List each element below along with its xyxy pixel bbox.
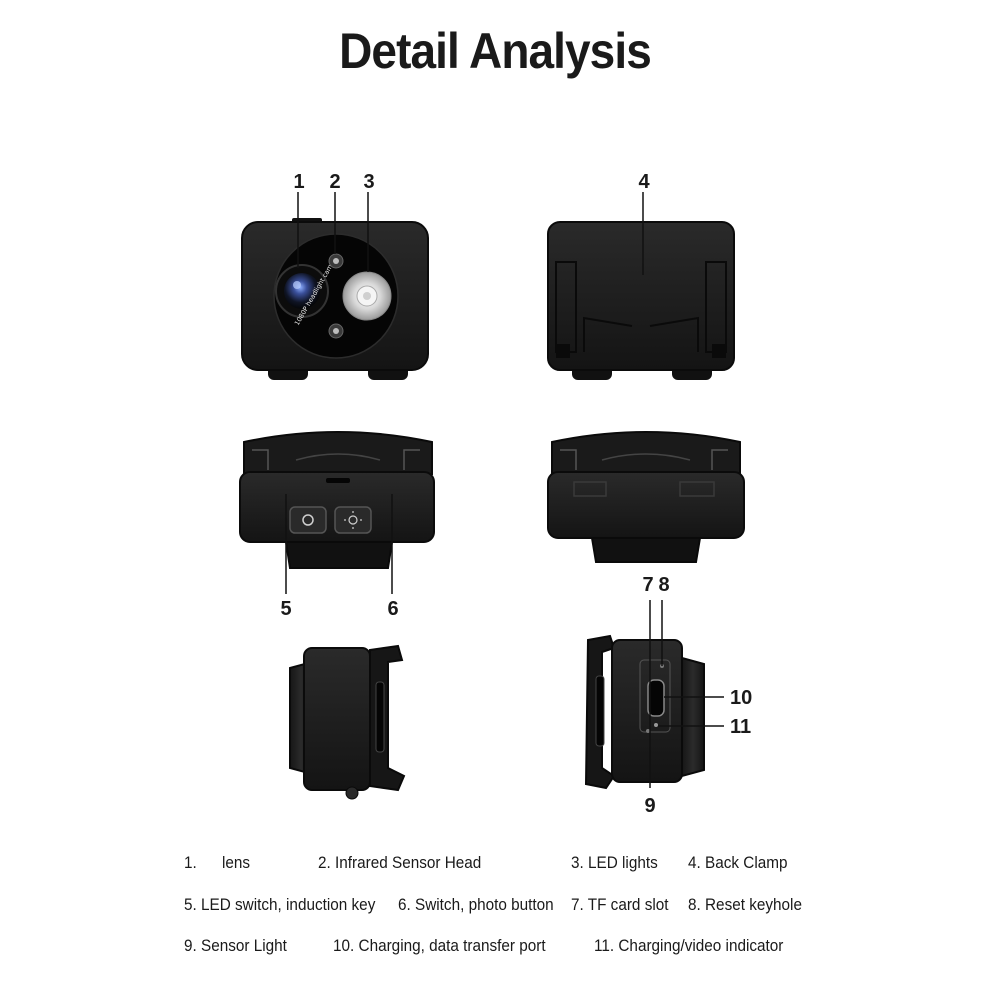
callout-numbers: 1 2 3 4 5 6 7 8 10 11 9 xyxy=(280,171,752,817)
callout-4: 4 xyxy=(638,171,650,193)
callout-1: 1 xyxy=(293,171,304,193)
power-icon xyxy=(302,514,314,526)
top-view xyxy=(547,431,745,563)
charging-indicator-icon xyxy=(654,723,658,727)
lens-icon xyxy=(275,264,329,318)
led-light-icon xyxy=(342,271,392,321)
switch-photo-button[interactable] xyxy=(289,506,327,534)
callout-8: 8 xyxy=(658,574,669,596)
sun-icon xyxy=(344,511,362,529)
bottom-view xyxy=(239,431,435,594)
callout-7: 7 xyxy=(642,574,653,596)
right-side-view xyxy=(584,600,724,790)
callout-6: 6 xyxy=(387,598,398,620)
callout-5: 5 xyxy=(280,598,291,620)
back-view xyxy=(547,192,735,380)
left-side-view xyxy=(289,644,406,800)
callout-2: 2 xyxy=(329,171,340,193)
tf-card-slot[interactable] xyxy=(639,659,671,733)
front-view: 1080P headlight camera xyxy=(241,192,429,380)
usb-c-port[interactable] xyxy=(647,679,665,717)
callout-3: 3 xyxy=(363,171,374,193)
callout-9: 9 xyxy=(644,795,655,817)
led-switch-induction-key[interactable] xyxy=(334,506,372,534)
infrared-sensor-icon xyxy=(328,253,344,339)
callout-10: 10 xyxy=(730,687,752,709)
sensor-light-icon xyxy=(646,729,650,733)
callout-11: 11 xyxy=(730,716,751,738)
page-title: Detail Analysis xyxy=(339,23,652,79)
